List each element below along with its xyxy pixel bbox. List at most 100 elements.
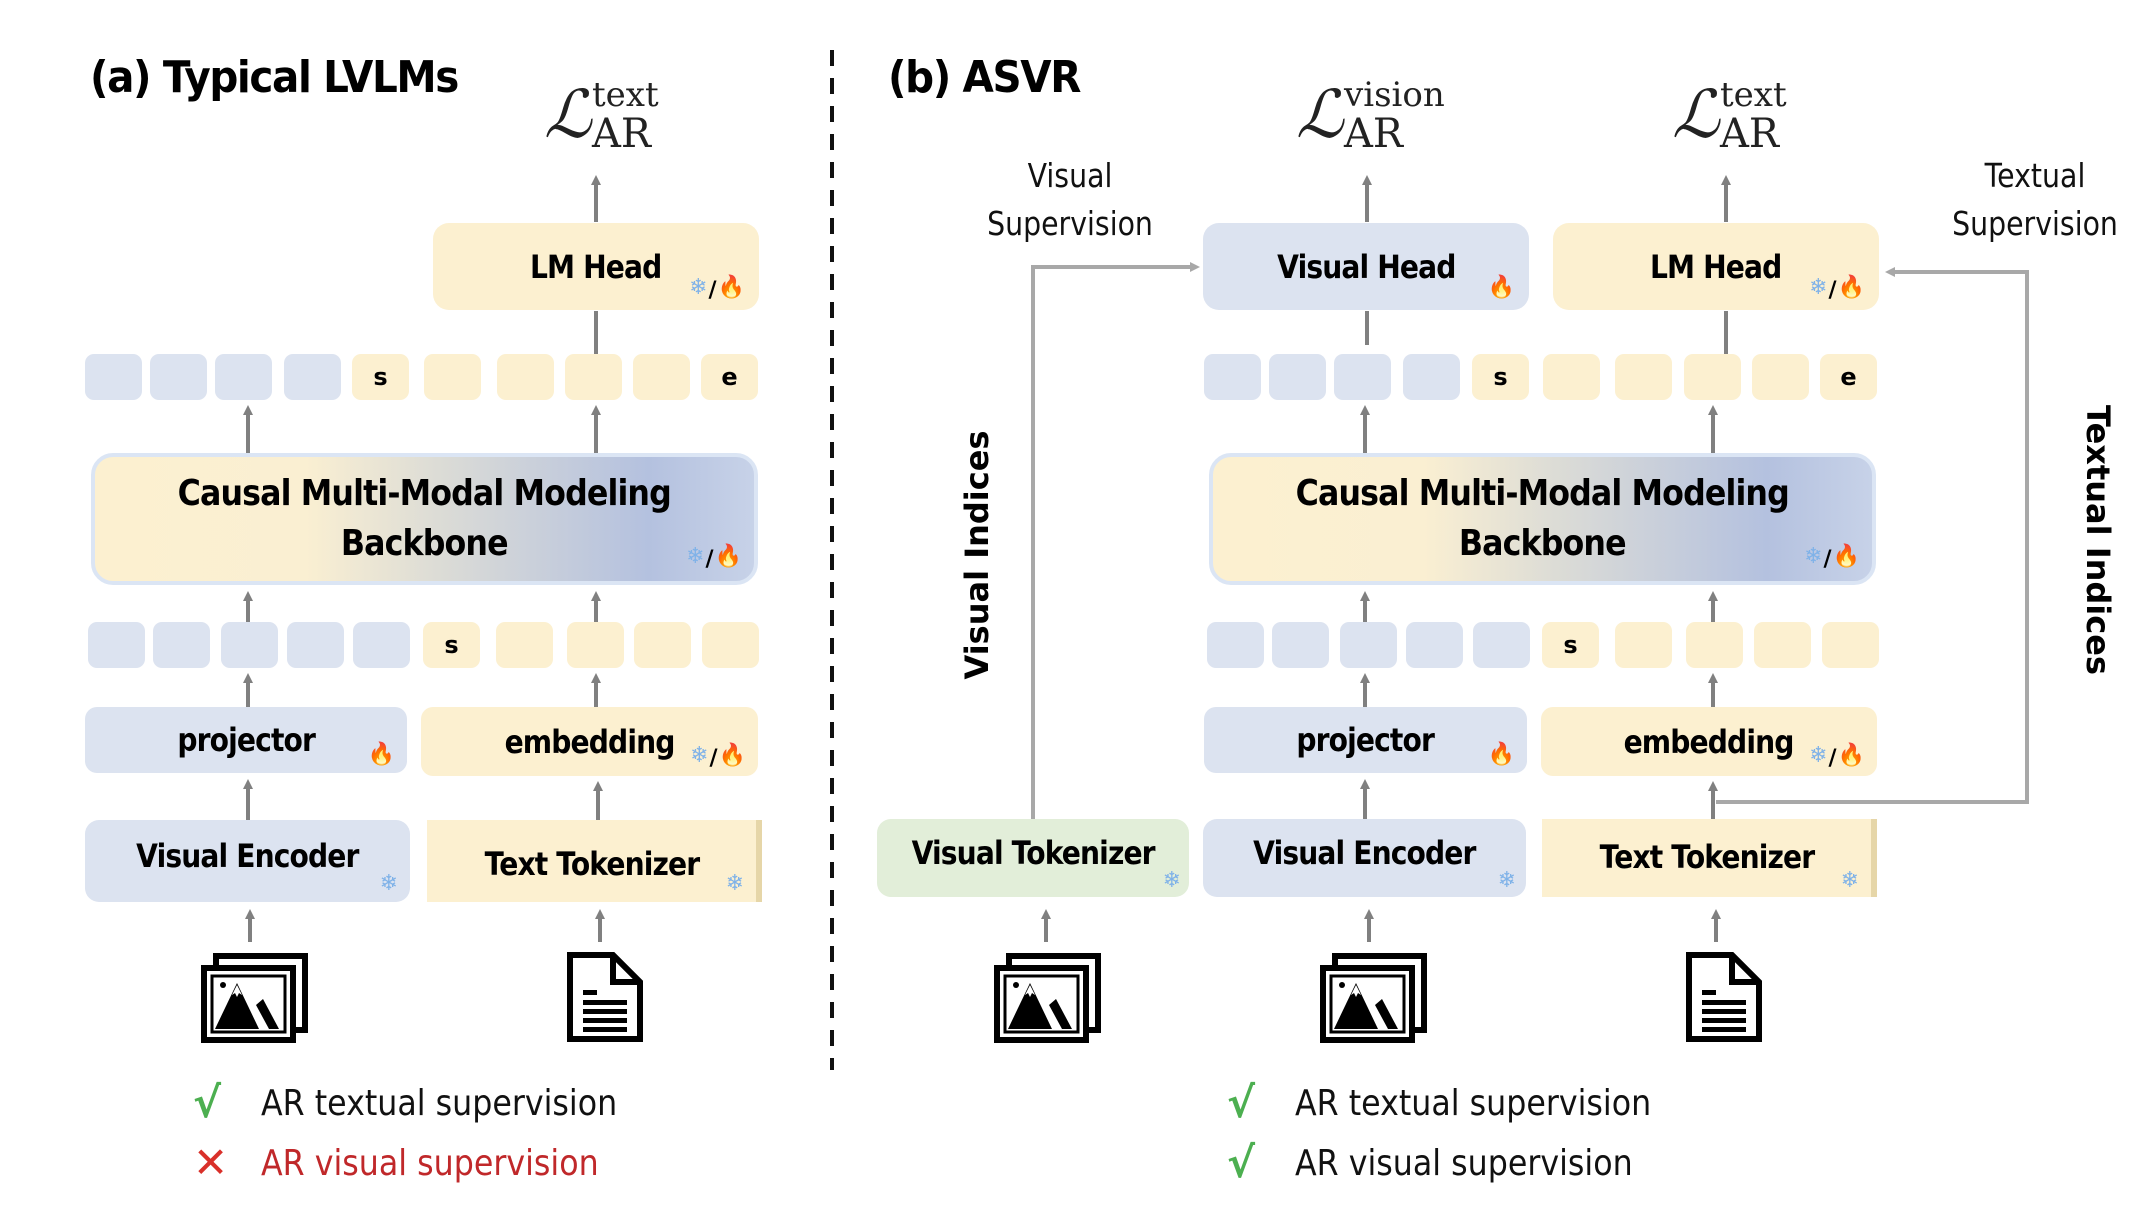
- panel-b-legend-item-2: √ AR visual supervision: [1227, 1142, 1679, 1184]
- panel-a-projector: projector 🔥: [85, 707, 407, 773]
- snowflake-icon: ❄: [1809, 742, 1828, 767]
- loss-superscript: text: [592, 75, 659, 115]
- text-token: [496, 622, 553, 668]
- fire-icon: 🔥: [717, 274, 745, 299]
- images-icon: [201, 953, 308, 1043]
- visual-token: [221, 622, 278, 668]
- loss-subscript: AR: [592, 111, 652, 157]
- image-input-icon: [994, 953, 1104, 1043]
- visual-token: [353, 622, 410, 668]
- snowflake-icon: ❄: [1497, 867, 1516, 892]
- projector-label: projector: [1296, 721, 1435, 759]
- document-input-icon: [1686, 952, 1762, 1042]
- panel-b-visual-encoder: Visual Encoder ❄: [1203, 819, 1526, 897]
- visual-token: [1403, 354, 1460, 400]
- text-token: [1615, 354, 1672, 400]
- fire-icon: 🔥: [714, 543, 742, 568]
- fire-icon: 🔥: [1487, 274, 1515, 299]
- panel-b-title: (b) ASVR: [888, 52, 1081, 103]
- fire-icon: 🔥: [1837, 274, 1865, 299]
- text-token: [1752, 354, 1809, 400]
- text-token: [1615, 622, 1672, 668]
- trainable-badge: 🔥: [368, 743, 395, 765]
- legend-text: AR visual supervision: [261, 1142, 599, 1184]
- text-token: e: [1820, 354, 1877, 400]
- loss-symbol: ℒ: [1672, 76, 1720, 153]
- frozen-or-trainable-badge: ❄/🔥: [1809, 742, 1865, 770]
- token-label: s: [373, 363, 388, 391]
- slash-separator: /: [1828, 746, 1837, 771]
- panel-a-text-loss: ℒ text AR: [544, 78, 664, 158]
- visual-token: [1204, 354, 1261, 400]
- frozen-badge: ❄: [1163, 869, 1181, 891]
- panel-a-visual-encoder: Visual Encoder ❄: [85, 820, 410, 902]
- loss-symbol: ℒ: [1296, 76, 1344, 153]
- text-token: s: [423, 622, 480, 668]
- document-input-icon: [567, 952, 643, 1042]
- check-icon: √: [193, 1078, 222, 1127]
- document-icon: [567, 952, 643, 1042]
- lm-head-label: LM Head: [530, 247, 662, 286]
- panel-b-vision-loss: ℒ vision AR: [1296, 78, 1466, 158]
- text-token: e: [701, 354, 758, 400]
- slash-separator: /: [705, 547, 714, 572]
- textual-supervision-line1: Textual: [1984, 156, 2086, 195]
- token-label: s: [1493, 363, 1508, 391]
- text-token: s: [352, 354, 409, 400]
- snowflake-icon: ❄: [1804, 543, 1823, 568]
- fire-icon: 🔥: [367, 741, 395, 766]
- visual-indices-label: Visual Indices: [958, 430, 996, 680]
- panel-b-projector: projector 🔥: [1204, 707, 1527, 773]
- visual-token: [153, 622, 210, 668]
- visual-supervision-line2: Supervision: [987, 204, 1153, 243]
- frozen-or-trainable-badge: ❄/🔥: [686, 543, 742, 571]
- fire-icon: 🔥: [1487, 741, 1515, 766]
- text-token: [565, 354, 622, 400]
- trainable-badge: 🔥: [1488, 276, 1515, 298]
- panel-a-lm-head: LM Head ❄/🔥: [433, 223, 759, 310]
- visual-token: [1473, 622, 1530, 668]
- snowflake-icon: ❄: [379, 870, 398, 895]
- visual-encoder-label: Visual Encoder: [136, 837, 359, 875]
- text-token: [634, 622, 691, 668]
- visual-token: [215, 354, 272, 400]
- projector-label: projector: [177, 721, 315, 759]
- visual-head-label: Visual Head: [1276, 247, 1456, 286]
- panel-a-legend-item-2: ✕ AR visual supervision: [193, 1142, 645, 1184]
- panel-a-embedding: embedding ❄/🔥: [421, 707, 758, 776]
- image-input-icon: [201, 953, 311, 1043]
- frozen-or-trainable-badge: ❄/🔥: [689, 274, 745, 302]
- visual-token: [287, 622, 344, 668]
- snowflake-icon: ❄: [1809, 274, 1828, 299]
- panel-b-lm-head: LM Head ❄/🔥: [1553, 223, 1879, 310]
- panel-b-embedding: embedding ❄/🔥: [1541, 707, 1877, 776]
- text-tokenizer-label: Text Tokenizer: [484, 845, 700, 883]
- panel-b-visual-head: Visual Head 🔥: [1203, 223, 1529, 310]
- backbone-label-line1: Causal Multi-Modal Modeling: [177, 473, 672, 514]
- token-label: s: [444, 631, 459, 659]
- frozen-badge: ❄: [1841, 869, 1859, 891]
- text-token: [424, 354, 481, 400]
- loss-symbol: ℒ: [544, 76, 592, 153]
- fire-icon: 🔥: [1837, 742, 1865, 767]
- panel-b-text-loss: ℒ text AR: [1672, 78, 1792, 158]
- textual-supervision-line2: Supervision: [1952, 204, 2118, 243]
- panel-b-backbone: Causal Multi-Modal Modeling Backbone ❄/🔥: [1209, 453, 1876, 585]
- slash-separator: /: [1828, 278, 1837, 303]
- backbone-label: Causal Multi-Modal Modeling Backbone: [1296, 469, 1790, 569]
- frozen-or-trainable-badge: ❄/🔥: [690, 744, 746, 770]
- textual-indices-label: Textual Indices: [2079, 405, 2117, 675]
- visual-token: [1334, 354, 1391, 400]
- visual-supervision-line1: Visual: [1027, 156, 1113, 195]
- frozen-or-trainable-badge: ❄/🔥: [1809, 274, 1865, 302]
- panel-a-title: (a) Typical LVLMs: [90, 52, 459, 103]
- panel-a-text-tokenizer: Text Tokenizer ❄: [427, 820, 762, 902]
- snowflake-icon: ❄: [725, 870, 744, 895]
- trainable-badge: 🔥: [1488, 743, 1515, 765]
- text-token: s: [1472, 354, 1529, 400]
- panel-a-legend-item-1: √ AR textual supervision: [193, 1082, 666, 1124]
- textual-supervision-label: Textual Supervision: [1949, 152, 2121, 248]
- visual-token: [1406, 622, 1463, 668]
- loss-subscript: AR: [1344, 111, 1404, 157]
